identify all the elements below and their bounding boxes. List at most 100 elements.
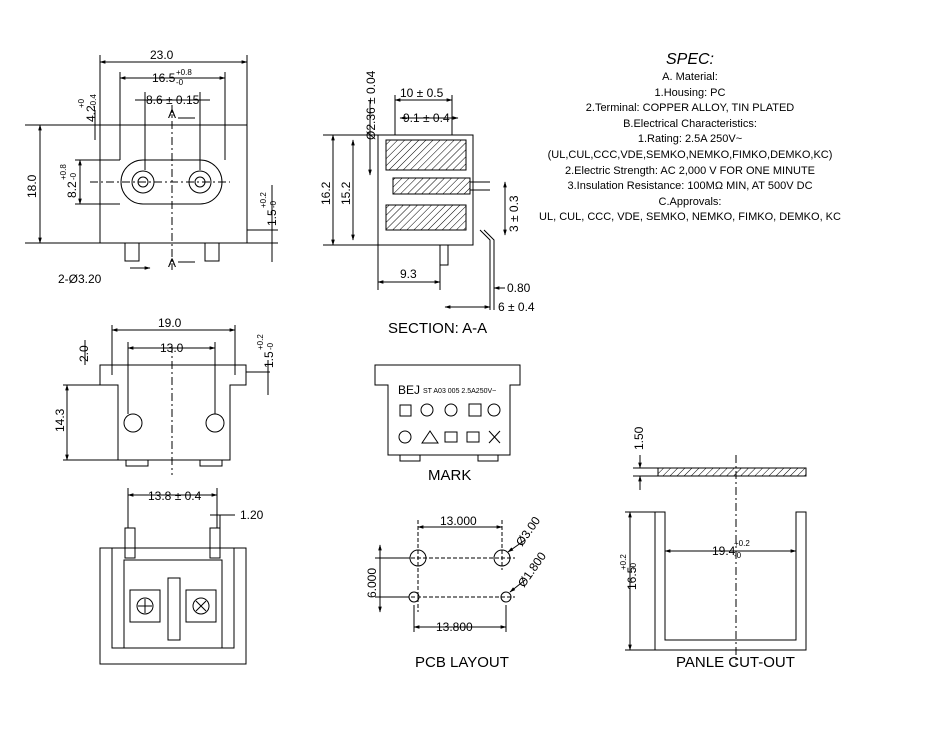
top-width-label: 19.0 bbox=[158, 316, 182, 330]
inner-height-tol-lower: -0 bbox=[69, 172, 78, 180]
top-view-pin-left bbox=[123, 413, 143, 433]
spec-line: 1.Rating: 2.5A 250V~ bbox=[637, 133, 743, 146]
mark-view-labels: BEJ ST A03 005 2.5A250V~ MARK bbox=[398, 383, 496, 484]
approval-mark-icon bbox=[444, 403, 458, 417]
panel-width-tol-upper: +0.2 bbox=[734, 539, 750, 548]
spec-line: 2.Electric Strength: AC 2,000 V FOR ONE … bbox=[564, 164, 816, 177]
pcb-caption: PCB LAYOUT bbox=[415, 654, 509, 671]
top-height-label: 14.3 bbox=[53, 408, 67, 432]
pin-spacing-tol-upper: +0.8 bbox=[176, 68, 192, 77]
panel-height-tol-lower: -0 bbox=[629, 562, 638, 570]
panel-thickness-label: 1.50 bbox=[632, 426, 646, 450]
spec-block: SPEC: A. Material: 1.Housing: PC 2.Termi… bbox=[520, 50, 860, 226]
section-marker-bottom: A bbox=[168, 256, 176, 270]
front-flange-label: 1.5 bbox=[265, 209, 279, 226]
terminal-thickness-label: 0.80 bbox=[507, 281, 531, 295]
front-depth-label: 9.3 bbox=[400, 267, 417, 281]
section-view-labels: 10 ± 0.5 9.1 ± 0.4 Ø2.36 ± 0.04 16.2 15.… bbox=[319, 70, 535, 337]
panel-height-label: 16.5 bbox=[625, 566, 639, 590]
front-flange-tol-upper: +0.2 bbox=[259, 192, 268, 208]
spec-line: 1.Housing: PC bbox=[654, 86, 726, 99]
inner-height-label: 8.2 bbox=[65, 181, 79, 198]
bottom-spacing-label: 13.8 ± 0.4 bbox=[148, 489, 202, 503]
approval-mark-icon bbox=[468, 403, 482, 417]
panel-height-tol-upper: +0.2 bbox=[619, 554, 628, 570]
pcb-vertical-spacing-label: 6.000 bbox=[365, 568, 379, 598]
panel-plate bbox=[657, 467, 807, 477]
front-width-label: 23.0 bbox=[150, 48, 174, 62]
panel-width-tol-lower: -0 bbox=[734, 551, 742, 560]
top-view-pin-right bbox=[205, 413, 225, 433]
section-caption: SECTION: A-A bbox=[388, 320, 487, 337]
panel-width-label: 19.4 bbox=[712, 544, 736, 558]
pcb-small-hole-label: Ø1.800 bbox=[515, 549, 549, 590]
top-flange-tol-upper: +0.2 bbox=[256, 334, 265, 350]
front-height-label: 18.0 bbox=[25, 174, 39, 198]
mark-view bbox=[374, 364, 521, 462]
top-offset-tol-upper: +0 bbox=[77, 98, 86, 108]
panel-cutout-labels: 1.50 19.4 +0.2 -0 16.5 +0.2 -0 PANLE CUT… bbox=[619, 426, 795, 671]
front-view bbox=[25, 55, 278, 270]
mark-brand-text: BEJ bbox=[398, 383, 420, 397]
section-view bbox=[323, 95, 507, 310]
panel-caption: PANLE CUT-OUT bbox=[676, 654, 795, 671]
spec-title: SPEC: bbox=[665, 51, 714, 68]
approval-mark-icon bbox=[398, 430, 412, 444]
approval-mark-icon bbox=[466, 431, 480, 443]
terminal-length-label: 6 ± 0.4 bbox=[498, 300, 535, 314]
approval-mark-icon bbox=[420, 403, 434, 417]
pcb-bottom-spacing-label: 13.800 bbox=[436, 620, 473, 634]
pcb-top-spacing-label: 13.000 bbox=[440, 514, 477, 528]
section-body-height-label: 15.2 bbox=[339, 181, 353, 205]
pin-spacing-tol-lower: -0 bbox=[176, 78, 184, 87]
top-flange-label: 1.5 bbox=[262, 351, 276, 368]
spec-line: A. Material: bbox=[662, 71, 718, 83]
bottom-pin-right bbox=[209, 527, 221, 559]
bottom-view bbox=[99, 488, 247, 665]
mark-rating-code: ST A03 005 2.5A250V~ bbox=[423, 388, 496, 395]
approval-mark-icon bbox=[487, 403, 501, 417]
approval-mark-icon bbox=[488, 430, 501, 444]
approval-mark-icon bbox=[444, 431, 458, 443]
pcb-layout bbox=[375, 520, 526, 632]
top-inner-width-label: 13.0 bbox=[160, 341, 184, 355]
top-flange-tol-lower: -0 bbox=[266, 342, 275, 350]
panel-cutout-outline bbox=[654, 511, 807, 651]
mark-caption: MARK bbox=[428, 467, 471, 484]
mark-body bbox=[374, 364, 521, 456]
receptacle-outline bbox=[120, 159, 223, 205]
bottom-view-body bbox=[99, 547, 247, 665]
spec-line: 2.Terminal: COPPER ALLOY, TIN PLATED bbox=[585, 102, 795, 115]
front-flange-tol-lower: -0 bbox=[269, 200, 278, 208]
front-view-labels: 23.0 16.5 +0.8 -0 8.6 ± 0.15 A A 4.2 +0 … bbox=[25, 48, 279, 286]
spec-line: 3.Insulation Resistance: 100MΩ MIN, AT 5… bbox=[567, 180, 813, 193]
approval-mark-icon bbox=[399, 404, 412, 417]
spec-line: B.Electrical Characteristics: bbox=[623, 117, 757, 130]
pin-diameter-label: Ø2.36 ± 0.04 bbox=[364, 70, 378, 140]
pcb-large-hole-label: Ø3.00 bbox=[513, 514, 543, 549]
section-marker-top: A bbox=[168, 107, 176, 121]
inner-height-tol-upper: +0.8 bbox=[59, 164, 68, 180]
approval-mark-icon bbox=[421, 430, 439, 444]
top-view-labels: 19.0 13.0 2.0 14.3 1.5 +0.2 -0 bbox=[53, 316, 276, 432]
bottom-tab-label: 1.20 bbox=[240, 508, 264, 522]
pin-spacing-label: 16.5 bbox=[152, 71, 176, 85]
bottom-view-labels: 13.8 ± 0.4 1.20 bbox=[148, 489, 264, 522]
pin-offset-label: 3 ± 0.3 bbox=[507, 195, 521, 232]
approval-marks bbox=[398, 403, 501, 444]
section-inner-depth-label: 9.1 ± 0.4 bbox=[403, 111, 450, 125]
spec-line: (UL,CUL,CCC,VDE,SEMKO,NEMKO,FIMKO,DEMKO,… bbox=[547, 148, 833, 161]
panel-cutout bbox=[625, 455, 807, 665]
top-offset-label: 4.2 bbox=[84, 105, 98, 122]
top-offset-tol-lower: -0.4 bbox=[89, 94, 98, 108]
front-view-body bbox=[99, 124, 248, 244]
section-depth-label: 10 ± 0.5 bbox=[400, 86, 444, 100]
center-offset-label: 8.6 ± 0.15 bbox=[146, 93, 200, 107]
top-view bbox=[63, 325, 270, 475]
bottom-pin-left bbox=[124, 527, 136, 559]
spec-line: C.Approvals: bbox=[658, 195, 722, 208]
spec-line: UL, CUL, CCC, VDE, SEMKO, NEMKO, FIMKO, … bbox=[539, 211, 841, 224]
mount-holes-label: 2-Ø3.20 bbox=[58, 272, 102, 286]
